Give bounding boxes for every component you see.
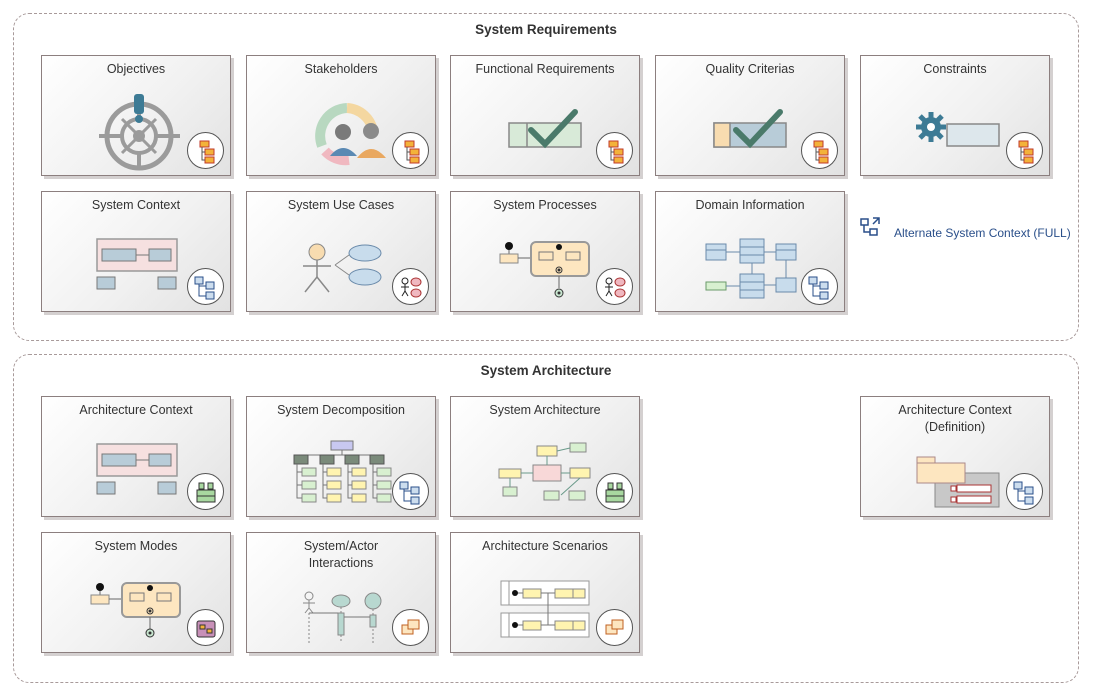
tile-label: System Modes (94, 539, 178, 553)
package-diagram-icon (916, 456, 1000, 508)
tile-domain-information[interactable]: Domain Information (655, 191, 845, 312)
tile-system-actor-interactions[interactable]: System/Actor Interactions (246, 532, 436, 653)
tile-functional-requirements[interactable]: Functional Requirements (450, 55, 640, 176)
tile-system-use-cases[interactable]: System Use Cases (246, 191, 436, 312)
tile-label: Objectives (106, 62, 166, 76)
sequence-diagram-icon (303, 591, 382, 643)
activity-swimlane-icon (500, 580, 590, 638)
group-title: System Requirements (475, 22, 617, 37)
diagram-badge-icon (187, 268, 224, 305)
tile-system-processes[interactable]: System Processes (450, 191, 640, 312)
tile-stakeholders[interactable]: Stakeholders (246, 55, 436, 176)
architecture-diagram-icon (498, 442, 591, 501)
requirement-check-icon (508, 109, 582, 149)
diagram-badge-icon (1006, 473, 1043, 510)
state-machine-icon (90, 582, 181, 638)
tile-quality-criterias[interactable]: Quality Criterias (655, 55, 845, 176)
tile-objectives[interactable]: Objectives (41, 55, 231, 176)
objectives-target-icon (99, 94, 180, 171)
tile-label: System Context (91, 198, 181, 212)
constraint-gear-icon (916, 112, 1000, 147)
stakeholders-people-icon (315, 103, 386, 166)
tile-label: Constraints (923, 62, 987, 76)
group-system-requirements: System Requirements (13, 13, 1079, 341)
interaction-badge-icon (392, 609, 429, 646)
diagram-badge-icon (392, 473, 429, 510)
tile-system-context[interactable]: System Context (41, 191, 231, 312)
interaction-badge-icon (596, 609, 633, 646)
tile-architecture-context[interactable]: Architecture Context (41, 396, 231, 517)
tile-label: Domain Information (695, 198, 805, 212)
hierarchy-badge-icon (187, 132, 224, 169)
tile-label: Architecture Context (79, 403, 193, 417)
tile-label: System/Actor Interactions (303, 539, 379, 570)
quality-check-icon (713, 109, 787, 149)
diagram-badge-icon (801, 268, 838, 305)
alternate-system-context-label: Alternate System Context (FULL) (894, 226, 1071, 240)
use-case-badge-icon (596, 268, 633, 305)
tile-label: Stakeholders (304, 62, 378, 76)
group-system-architecture: System Architecture (13, 354, 1079, 683)
tile-system-architecture[interactable]: System Architecture (450, 396, 640, 517)
decomposition-tree-icon (293, 440, 392, 503)
block-badge-icon (187, 473, 224, 510)
class-diagram-icon (705, 238, 797, 299)
tile-architecture-scenarios[interactable]: Architecture Scenarios (450, 532, 640, 653)
tile-label: Architecture Scenarios (482, 539, 608, 553)
tile-label: System Use Cases (287, 198, 395, 212)
tile-system-decomposition[interactable]: System Decomposition (246, 396, 436, 517)
hierarchy-badge-icon (1006, 132, 1043, 169)
tile-label: Functional Requirements (475, 62, 615, 76)
context-diagram-icon (96, 443, 178, 495)
context-diagram-icon (96, 238, 178, 290)
tile-constraints[interactable]: Constraints (860, 55, 1050, 176)
hierarchy-badge-icon (392, 132, 429, 169)
tile-label: Quality Criterias (705, 62, 795, 76)
diagram-link-icon (860, 217, 880, 236)
process-diagram-icon (499, 241, 590, 298)
tile-system-modes[interactable]: System Modes (41, 532, 231, 653)
block-badge-icon (596, 473, 633, 510)
use-case-diagram-icon (303, 243, 382, 293)
hierarchy-badge-icon (801, 132, 838, 169)
state-badge-icon (187, 609, 224, 646)
use-case-badge-icon (392, 268, 429, 305)
tile-label: System Decomposition (277, 403, 405, 417)
tile-label: System Processes (493, 198, 597, 212)
group-title: System Architecture (480, 363, 612, 378)
hierarchy-badge-icon (596, 132, 633, 169)
tile-architecture-context-definition[interactable]: Architecture Context (Definition) (860, 396, 1050, 517)
tile-label: Architecture Context (Definition) (898, 403, 1012, 434)
tile-label: System Architecture (489, 403, 601, 417)
